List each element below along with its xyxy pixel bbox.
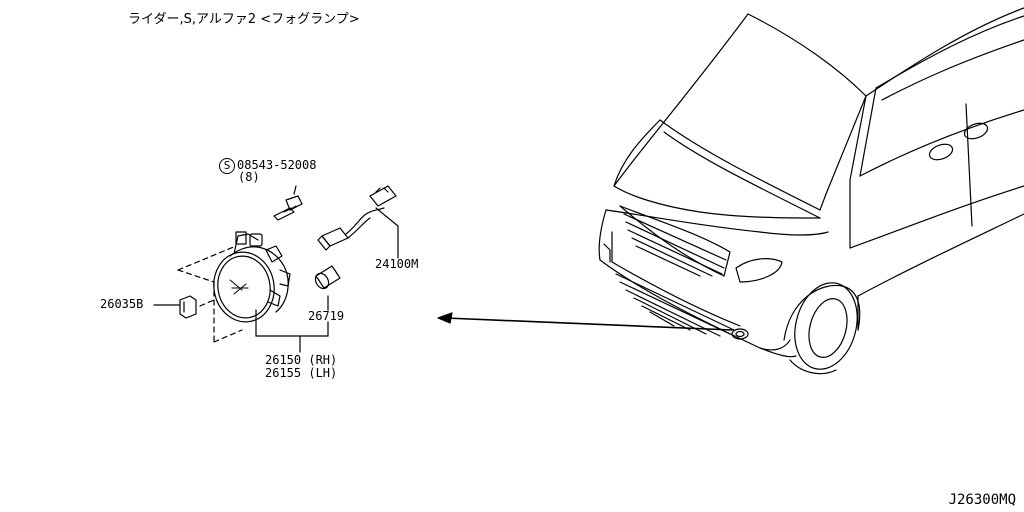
lamp-lh-part-number: 26155 (LH) bbox=[265, 366, 338, 380]
screw-quantity: (8) bbox=[238, 170, 260, 184]
screw-symbol: S bbox=[219, 158, 235, 174]
bulb-part-number: 26719 bbox=[308, 309, 345, 323]
bulb-part bbox=[314, 265, 341, 311]
fog-lamp-assembly bbox=[213, 231, 291, 323]
vehicle-outline bbox=[598, 7, 1024, 375]
clip-part bbox=[153, 295, 197, 319]
harness-part bbox=[317, 185, 399, 259]
vehicle-fog-lamp-location bbox=[731, 328, 749, 340]
screw-part bbox=[273, 185, 303, 221]
diagram-code: J26300MQ bbox=[948, 492, 1016, 508]
clip-part-number: 26035B bbox=[100, 297, 144, 311]
lamp-rh-part-number: 26150 (RH) bbox=[265, 353, 338, 367]
screw-symbol-icon: S bbox=[219, 158, 235, 174]
screw-part-number: 08543-52008 bbox=[237, 158, 317, 172]
diagram-title: ライダー,S,アルファ2 <フォグランプ> bbox=[128, 12, 360, 27]
location-arrow bbox=[437, 312, 733, 331]
mounting-box-dashed bbox=[177, 245, 243, 343]
lamp-leader-bracket bbox=[255, 309, 329, 353]
harness-part-number: 24100M bbox=[375, 257, 419, 271]
